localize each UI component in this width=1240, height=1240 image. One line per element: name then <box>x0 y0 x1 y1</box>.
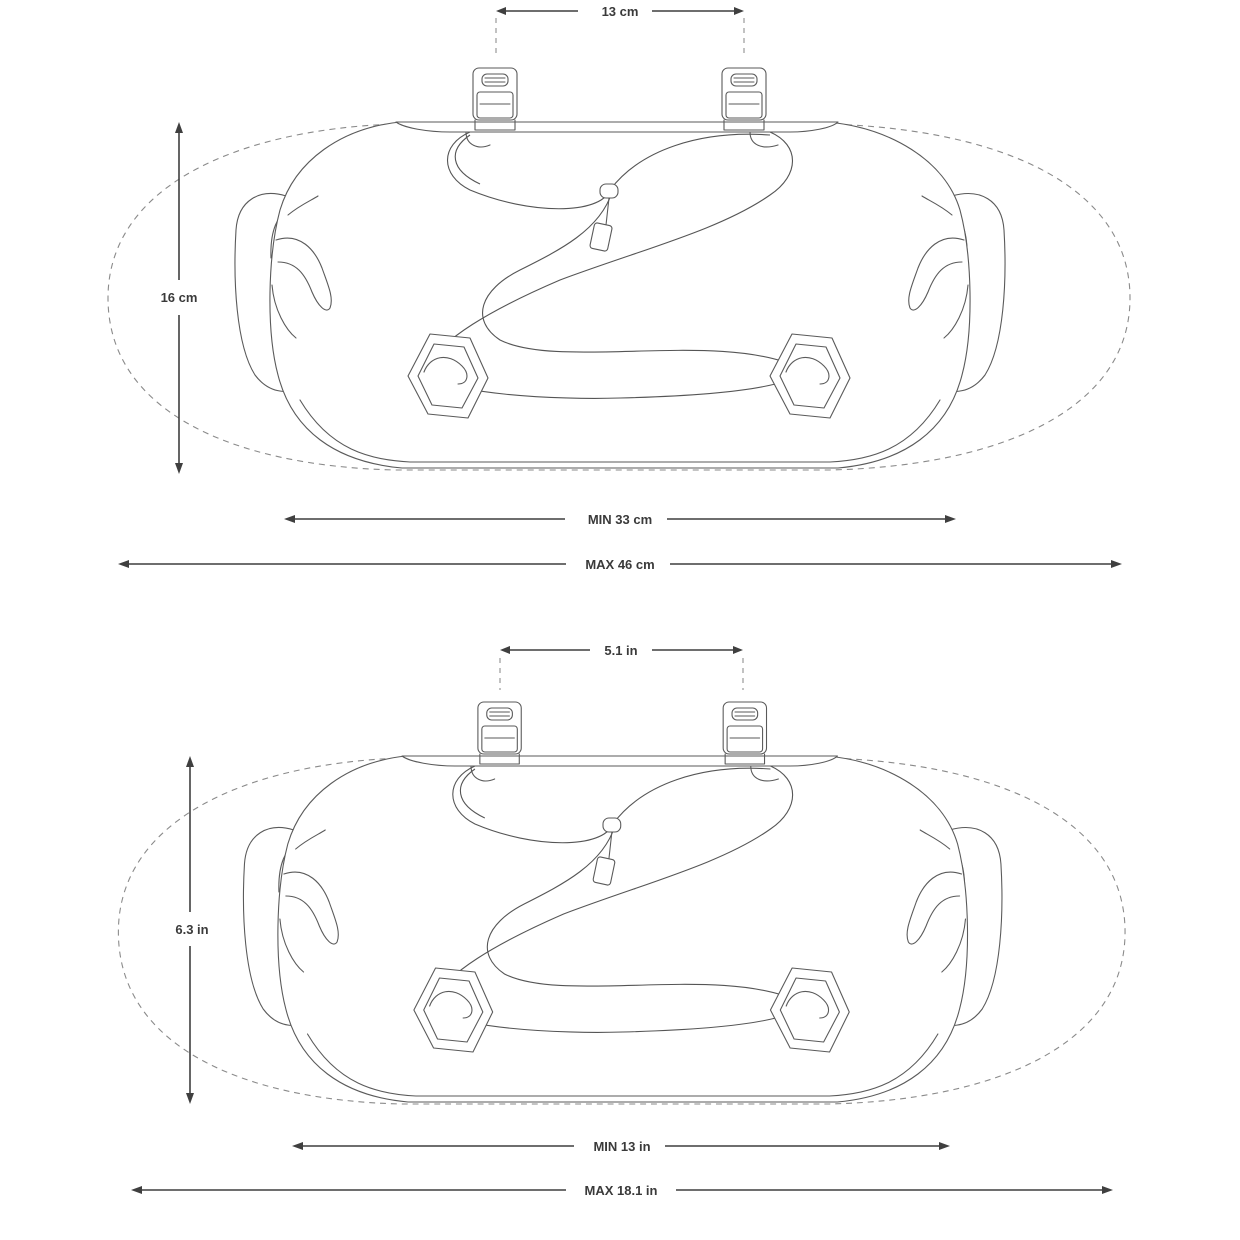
strap-spacing-label-metric: 13 cm <box>602 4 639 19</box>
metric-panel: 13 cm 16 cm MIN 33 cm MAX 46 cm <box>107 4 1131 572</box>
max-length-label-imperial: MAX 18.1 in <box>585 1183 658 1198</box>
arrowhead <box>118 560 129 568</box>
max-length-label-metric: MAX 46 cm <box>585 557 654 572</box>
min-length-label-metric: MIN 33 cm <box>588 512 652 527</box>
arrowhead <box>496 7 506 15</box>
arrowhead <box>500 646 510 654</box>
bag-illustration-imperial <box>117 701 1126 1105</box>
arrowhead <box>945 515 956 523</box>
arrowhead <box>175 463 183 474</box>
min-length-label-imperial: MIN 13 in <box>593 1139 650 1154</box>
arrowhead <box>175 122 183 133</box>
arrowhead <box>939 1142 950 1150</box>
strap-spacing-label-imperial: 5.1 in <box>604 643 637 658</box>
bag-illustration-metric <box>107 67 1131 471</box>
arrowhead <box>1102 1186 1113 1194</box>
arrowhead <box>186 756 194 767</box>
height-label-metric: 16 cm <box>161 290 198 305</box>
arrowhead <box>131 1186 142 1194</box>
height-label-imperial: 6.3 in <box>175 922 208 937</box>
arrowhead <box>186 1093 194 1104</box>
arrowhead <box>1111 560 1122 568</box>
imperial-panel: 5.1 in 6.3 in MIN 13 in MAX 18.1 in <box>117 643 1126 1198</box>
arrowhead <box>733 646 743 654</box>
arrowhead <box>292 1142 303 1150</box>
arrowhead <box>734 7 744 15</box>
arrowhead <box>284 515 295 523</box>
